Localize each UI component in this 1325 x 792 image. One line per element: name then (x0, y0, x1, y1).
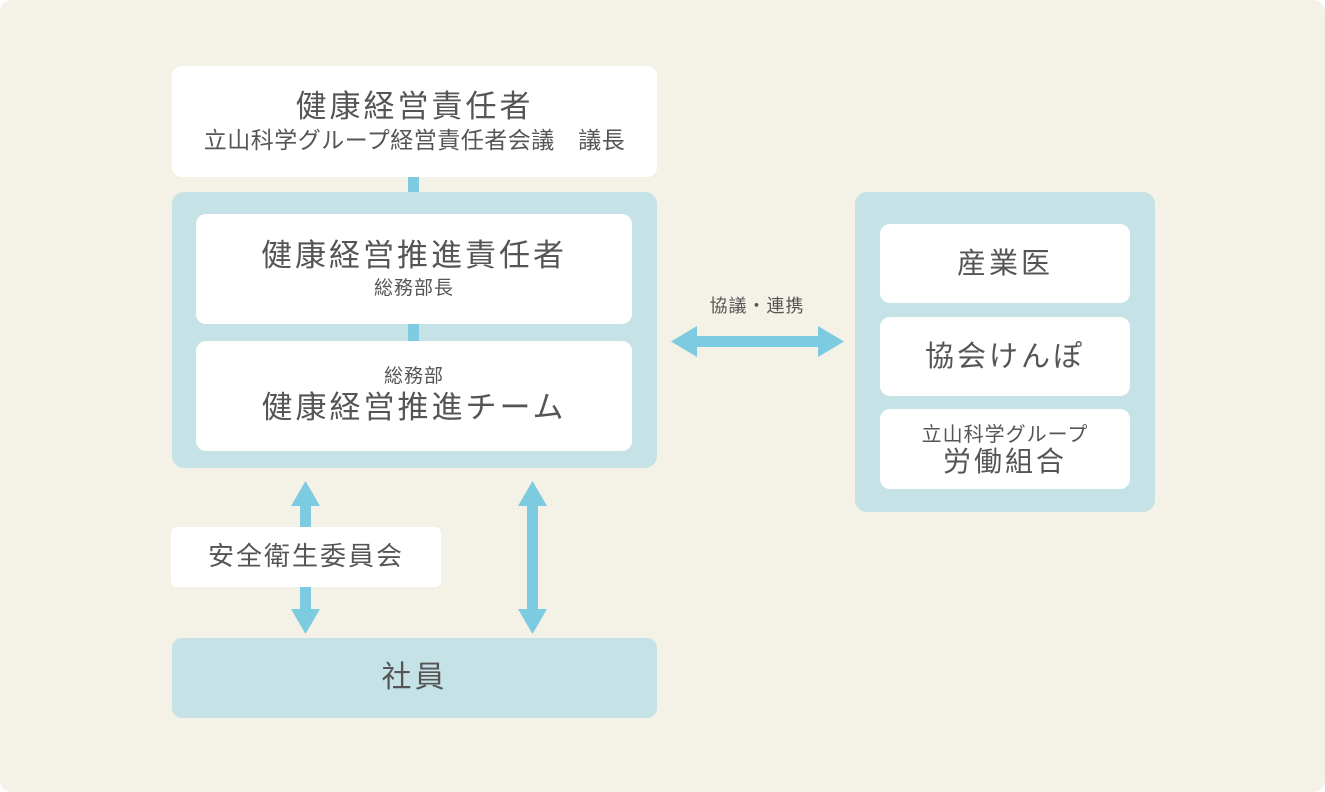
promotion-team-department: 総務部 (383, 365, 444, 388)
partner-labor-union: 立山科学グループ 労働組合 (880, 409, 1130, 489)
partner-labor-union-sub: 立山科学グループ (921, 421, 1089, 446)
employees-box: 社員 (172, 638, 657, 718)
partner-labor-union-label: 労働組合 (942, 444, 1067, 478)
employee-double-arrow (518, 481, 547, 634)
partner-industrial-physician-label: 産業医 (956, 246, 1053, 281)
health-management-officer-title: 健康経営責任者 (295, 88, 534, 125)
employees-label: 社員 (381, 660, 448, 696)
promotion-lead-box: 健康経営推進責任者 総務部長 (196, 214, 632, 324)
health-management-officer-box: 健康経営責任者 立山科学グループ経営責任者会議 議長 (172, 66, 657, 177)
consultation-double-arrow (671, 326, 844, 357)
promotion-lead-title: 健康経営推進責任者 (261, 238, 567, 275)
safety-committee-label: 安全衛生委員会 (207, 541, 404, 572)
partner-kyokai-kenpo-label: 協会けんぽ (924, 339, 1085, 374)
safety-committee-box: 安全衛生委員会 (171, 527, 441, 587)
partner-industrial-physician: 産業医 (880, 224, 1130, 303)
promotion-team-title: 健康経営推進チーム (261, 389, 567, 426)
inner-connector-line (408, 324, 419, 342)
partner-kyokai-kenpo: 協会けんぽ (880, 317, 1130, 396)
health-management-officer-subtitle: 立山科学グループ経営責任者会議 議長 (203, 127, 626, 154)
promotion-lead-subtitle: 総務部長 (373, 277, 454, 300)
top-connector-line (408, 177, 419, 193)
consultation-label: 協議・連携 (709, 296, 805, 317)
promotion-team-box: 総務部 健康経営推進チーム (196, 341, 632, 451)
